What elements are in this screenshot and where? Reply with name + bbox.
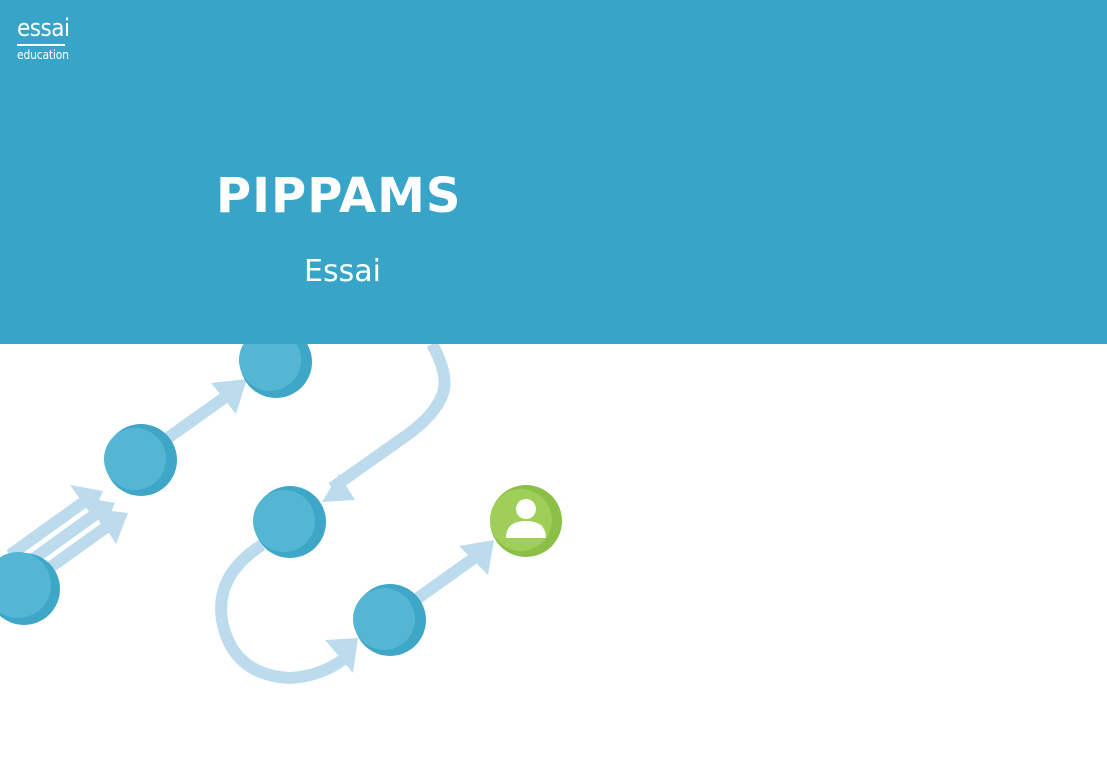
path-node [104, 424, 177, 496]
arrow-head [322, 474, 355, 502]
arrow-head [325, 638, 358, 673]
connector-arrow [6, 489, 99, 560]
logo-subtitle: education [17, 48, 69, 62]
essai-education-logo: essai education [17, 15, 77, 65]
person-icon [490, 485, 562, 557]
logo-underline [17, 44, 65, 46]
connector-curve [328, 341, 451, 493]
arrow-head [94, 509, 128, 544]
connector-curve [215, 539, 354, 685]
path-node [353, 584, 426, 656]
slide-subtitle: Essai [304, 254, 381, 289]
arrow-heads [70, 379, 494, 673]
logo-word: essai [17, 14, 70, 42]
path-nodes [0, 326, 426, 656]
arrow-head [211, 379, 247, 414]
slide-title: PIPPAMS [216, 168, 462, 224]
arrow-head [459, 540, 494, 575]
path-node [0, 552, 60, 625]
header-overlap [0, 0, 1107, 344]
path-node [253, 486, 326, 558]
